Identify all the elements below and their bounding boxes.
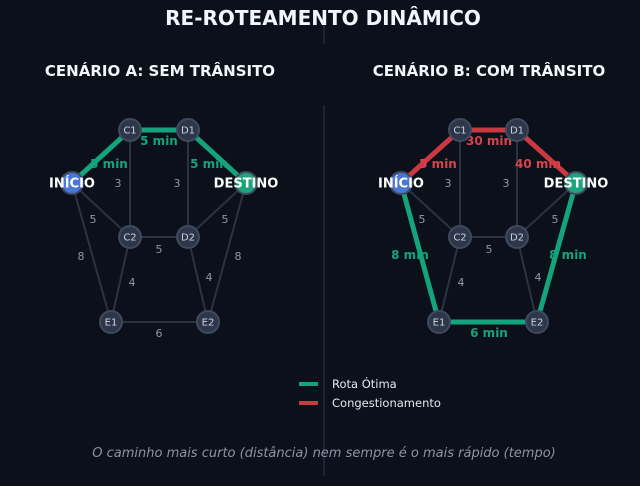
scenario-a-graph: 3 3 5 5 5 8 4 4 8 6 5 min 5 min 5 min C1… bbox=[49, 118, 279, 340]
weight-c1-c2: 3 bbox=[115, 177, 122, 190]
label-start: INÍCIO bbox=[378, 176, 424, 192]
scenario-b-title: CENÁRIO B: COM TRÂNSITO bbox=[373, 61, 605, 80]
node-d2 bbox=[176, 225, 200, 249]
label-d1: D1 bbox=[510, 126, 524, 137]
node-e1 bbox=[99, 310, 123, 334]
node-c1 bbox=[118, 118, 142, 142]
label-end: DESTINO bbox=[214, 177, 279, 192]
node-d2 bbox=[505, 225, 529, 249]
weight-start-e1: 8 bbox=[78, 250, 85, 263]
edge-c2-e1 bbox=[438, 236, 461, 323]
node-c2 bbox=[448, 225, 472, 249]
weight-d1-d2: 3 bbox=[174, 177, 181, 190]
weight-c2-d2: 5 bbox=[156, 243, 163, 256]
time-d1-end: 5 min bbox=[190, 157, 228, 171]
node-e2 bbox=[196, 310, 220, 334]
edge-end-e2 bbox=[207, 182, 247, 323]
label-e1: E1 bbox=[433, 318, 446, 329]
weight-d2-end: 5 bbox=[552, 213, 559, 226]
time-e1-e2: 6 min bbox=[470, 326, 508, 340]
weight-e1-e2: 6 bbox=[156, 327, 163, 340]
edge-start-c2 bbox=[71, 182, 131, 238]
label-end: DESTINO bbox=[544, 177, 609, 192]
footnote: O caminho mais curto (distância) nem sem… bbox=[92, 446, 556, 461]
node-d1 bbox=[176, 118, 200, 142]
legend-congestion-label: Congestionamento bbox=[332, 396, 441, 410]
label-start: INÍCIO bbox=[49, 176, 95, 192]
time-start-e1: 8 min bbox=[391, 248, 429, 262]
time-start-c1: 5 min bbox=[90, 157, 128, 171]
label-c2: C2 bbox=[123, 233, 136, 244]
node-d1 bbox=[505, 118, 529, 142]
weight-d2-e2: 4 bbox=[206, 271, 213, 284]
edge-start-e1 bbox=[71, 182, 112, 323]
edge-d2-end bbox=[516, 182, 577, 238]
time-c1-d1: 5 min bbox=[140, 134, 178, 148]
label-c2: C2 bbox=[453, 233, 466, 244]
time-c1-d1: 30 min bbox=[466, 134, 512, 148]
edge-d2-e2 bbox=[187, 236, 209, 323]
main-title: RE-ROTEAMENTO DINÂMICO bbox=[165, 6, 481, 30]
node-start bbox=[389, 171, 413, 195]
node-end bbox=[564, 171, 588, 195]
label-d2: D2 bbox=[510, 233, 524, 244]
weight-start-c2: 5 bbox=[419, 213, 426, 226]
label-c1: C1 bbox=[453, 126, 466, 137]
label-d2: D2 bbox=[181, 233, 195, 244]
optimal-edge-start-e1 bbox=[398, 180, 442, 325]
edge-d2-e2 bbox=[516, 236, 538, 323]
node-c1 bbox=[448, 118, 472, 142]
label-e1: E1 bbox=[105, 318, 118, 329]
node-e2 bbox=[525, 310, 549, 334]
legend: Rota Ótima Congestionamento bbox=[299, 376, 441, 410]
weight-d1-d2: 3 bbox=[503, 177, 510, 190]
optimal-edge-start-c1 bbox=[69, 127, 133, 186]
scenario-b-graph: 3 3 5 5 5 4 4 5 min 30 min 40 min 8 min … bbox=[378, 118, 609, 340]
weight-c2-d2: 5 bbox=[486, 243, 493, 256]
edge-d2-end bbox=[187, 182, 247, 238]
weight-d2-e2: 4 bbox=[535, 271, 542, 284]
time-d1-end: 40 min bbox=[515, 157, 561, 171]
congested-edge-d1-end bbox=[514, 127, 579, 186]
node-c2 bbox=[118, 225, 142, 249]
label-e2: E2 bbox=[531, 318, 544, 329]
node-end bbox=[234, 171, 258, 195]
node-e1 bbox=[427, 310, 451, 334]
weight-c2-e1: 4 bbox=[458, 276, 465, 289]
weight-c2-e1: 4 bbox=[129, 276, 136, 289]
congested-edge-start-c1 bbox=[398, 127, 463, 186]
time-start-c1: 5 min bbox=[419, 157, 457, 171]
edge-start-c2 bbox=[400, 182, 461, 238]
weight-d2-end: 5 bbox=[222, 213, 229, 226]
node-start bbox=[60, 171, 84, 195]
optimal-edge-e2-end bbox=[534, 180, 579, 325]
legend-optimal-label: Rota Ótima bbox=[332, 376, 397, 391]
label-d1: D1 bbox=[181, 126, 195, 137]
edge-c2-e1 bbox=[110, 236, 131, 323]
weight-end-e2: 8 bbox=[235, 250, 242, 263]
weight-c1-c2: 3 bbox=[445, 177, 452, 190]
time-e2-end: 8 min bbox=[549, 248, 587, 262]
optimal-edge-d1-end bbox=[185, 127, 249, 186]
weight-start-c2: 5 bbox=[90, 213, 97, 226]
label-e2: E2 bbox=[202, 318, 215, 329]
scenario-a-title: CENÁRIO A: SEM TRÂNSITO bbox=[45, 61, 275, 80]
label-c1: C1 bbox=[123, 126, 136, 137]
